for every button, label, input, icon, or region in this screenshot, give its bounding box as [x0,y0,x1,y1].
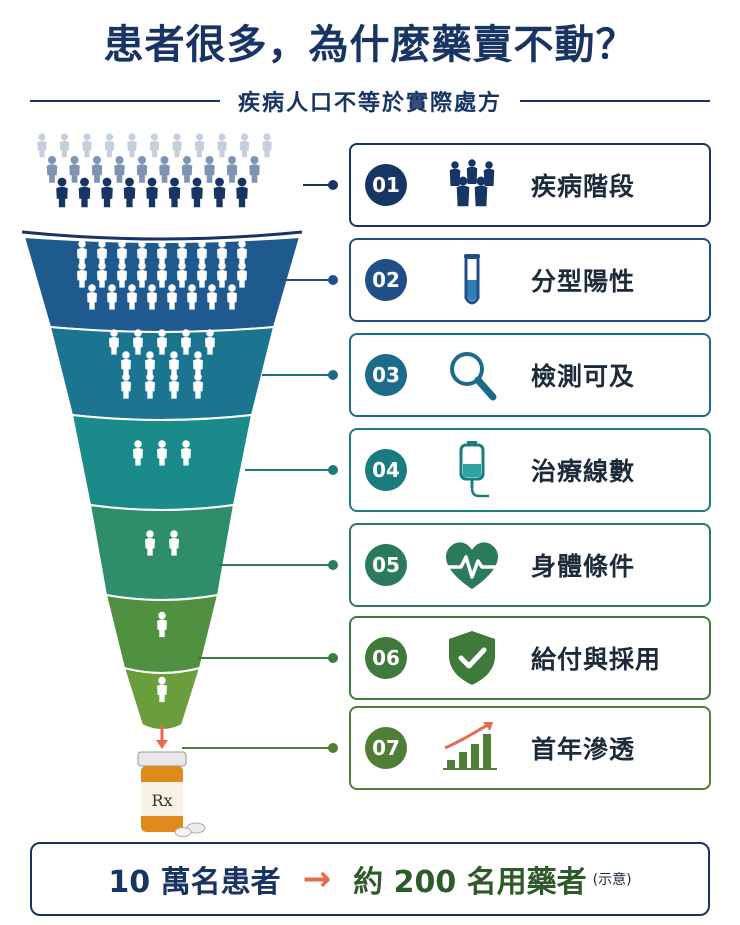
shield-check-icon [437,628,507,688]
step-number-badge: 07 [365,727,407,769]
heartbeat-icon [437,535,507,595]
step-label: 治療線數 [531,457,636,486]
connector-dot-7 [328,743,338,753]
step-label: 身體條件 [531,552,636,581]
test-tube-icon [437,250,507,310]
connector-dot-1 [328,180,338,190]
step-number-badge: 06 [365,637,407,679]
step-card-06: 06 給付與採用 [349,616,711,700]
connector-dot-4 [328,465,338,475]
summary-box: 10 萬名患者 → 約 200 名用藥者 (示意) [30,842,710,916]
step-number-badge: 03 [365,354,407,396]
svg-text:Rx: Rx [151,791,172,810]
connector-dot-2 [328,275,338,285]
summary-arrow-icon: → [302,859,332,899]
iv-bag-icon [437,440,507,500]
funnel-rim [21,230,303,241]
summary-users: 約 200 名用藥者 [353,865,587,900]
subtitle-line-right [520,100,711,102]
pill-bottle-icon: Rx [137,751,206,837]
step-card-04: 04 治療線數 [349,428,711,512]
growth-chart-icon [437,718,507,778]
step-number-badge: 05 [365,544,407,586]
magnifier-icon [437,345,507,405]
funnel-band-6 [104,593,220,674]
people-group-icon [437,155,507,215]
step-label: 檢測可及 [531,362,636,391]
funnel-band-5 [88,503,236,601]
summary-note: (示意) [592,872,632,888]
subtitle-line-left [30,100,220,102]
connector-dot-3 [328,370,338,380]
crowd-people-icon [37,133,272,208]
step-label: 給付與採用 [531,645,662,674]
step-label: 疾病階段 [531,172,636,201]
down-arrow-icon [156,726,168,749]
step-number-badge: 04 [365,449,407,491]
step-card-01: 01 疾病階段 [349,143,711,227]
funnel-band-7 [122,666,202,731]
subtitle-row: 疾病人口不等於實際處方 [30,86,711,116]
page-title: 患者很多，為什麼藥賣不動？ [103,22,637,68]
step-card-05: 05 身體條件 [349,523,711,607]
page-subtitle: 疾病人口不等於實際處方 [238,91,503,116]
step-label: 首年滲透 [531,735,636,764]
step-number-badge: 02 [365,259,407,301]
step-number-badge: 01 [365,164,407,206]
step-card-02: 02 分型陽性 [349,238,711,322]
step-card-07: 07 首年滲透 [349,706,711,790]
step-card-03: 03 檢測可及 [349,333,711,417]
funnel-band-2 [22,235,302,333]
summary-patients: 10 萬名患者 [108,865,281,900]
funnel-band-3 [48,325,276,421]
connector-dot-5 [328,560,338,570]
funnel-band-4 [70,413,254,511]
step-label: 分型陽性 [531,267,636,296]
connector-dot-6 [328,653,338,663]
